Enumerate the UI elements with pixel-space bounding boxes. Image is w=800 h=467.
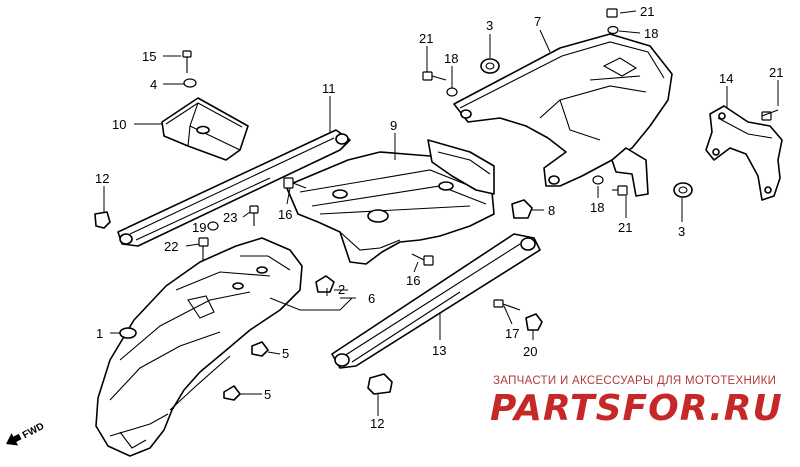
fwd-arrow: FWD [6,421,46,446]
part-9-inner-fender [285,139,495,265]
watermark: ЗАПЧАСТИ И АКСЕССУАРЫ ДЛЯ МОТОТЕХНИКИ PA… [490,375,783,429]
callout-19: 19 [192,220,206,235]
callout-16-upper: 16 [278,207,292,222]
callout-10: 10 [112,117,126,132]
callout-12-upper: 12 [95,171,109,186]
callout-16-lower: 16 [406,273,420,288]
part-14-bracket [705,105,783,201]
part-5-clip-upper [251,341,269,357]
part-17-bolt [493,299,521,311]
callout-4: 4 [150,77,157,92]
part-18-washer-right [592,175,604,185]
callout-1: 1 [96,326,103,341]
fwd-label: FWD [21,421,46,441]
callout-5-lower: 5 [264,387,271,402]
part-3-grommet-upper [480,58,500,74]
callout-15: 15 [142,49,156,64]
callout-18-right: 18 [590,200,604,215]
part-16-bolt-lower [411,253,434,266]
watermark-subtitle: ЗАПЧАСТИ И АКСЕССУАРЫ ДЛЯ МОТОТЕХНИКИ [493,375,776,387]
callout-11: 11 [322,81,336,96]
part-8-nut [511,199,533,219]
part-16-bolt-upper [283,177,307,189]
callout-18-upper-left: 18 [444,51,458,66]
part-21-bolt-top [606,8,618,18]
part-15-bolt [182,50,192,73]
callout-21-top: 21 [640,4,654,19]
callout-7: 7 [534,14,541,29]
part-18-washer-upper-left [446,87,458,97]
callout-14: 14 [719,71,733,86]
callout-6: 6 [368,291,375,306]
part-3-grommet-lower [673,182,693,198]
part-22-bolt [198,237,209,262]
callout-21-right: 21 [769,65,783,80]
callout-23: 23 [223,210,237,225]
part-21-bolt-mid [612,185,628,196]
callout-20: 20 [523,344,537,359]
callout-12-lower: 12 [370,416,384,431]
part-5-clip-lower [223,385,241,401]
part-12-cap-lower [367,373,393,395]
part-20-nut [525,313,543,331]
part-13-arm [331,233,541,369]
callout-22: 22 [164,239,178,254]
watermark-logo: PARTSFOR.RU [490,388,783,429]
part-23-bolt [249,205,259,226]
callouts: 15 4 10 11 12 9 16 23 19 22 1 2 6 5 5 16… [95,4,783,431]
callout-3-upper: 3 [486,18,493,33]
callout-8: 8 [548,203,555,218]
callout-5-upper: 5 [282,346,289,361]
callout-18-top: 18 [644,26,658,41]
callout-3-lower: 3 [678,224,685,239]
part-11-arm [117,129,351,247]
callout-21-upper-left: 21 [419,31,433,46]
rear-fender [95,237,303,457]
callout-13: 13 [432,343,446,358]
part-1-grommet [119,327,137,339]
callout-9: 9 [390,118,397,133]
part-18-washer-top [607,25,619,35]
part-7-seat-tray [453,33,673,197]
part-10-tray [161,97,249,161]
part-21-bolt-upper-left [422,71,447,81]
part-4-nut [183,78,197,88]
part-19-washer [207,221,219,231]
callout-17: 17 [505,326,519,341]
part-21-bolt-right [761,109,779,121]
callout-2: 2 [338,282,345,297]
callout-21-mid: 21 [618,220,632,235]
part-12-nut-upper [94,211,111,229]
part-2-clip [315,275,335,293]
leader-lines [103,10,779,416]
